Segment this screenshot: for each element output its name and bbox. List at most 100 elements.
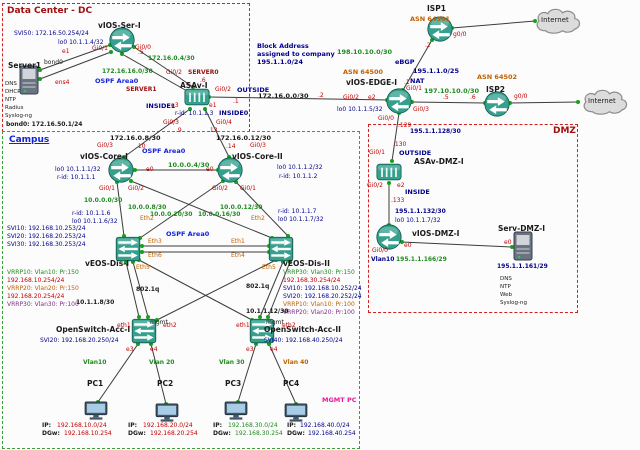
label-ntp: NTP [500, 284, 511, 290]
router-icon [484, 91, 510, 117]
label-e0: e0 [404, 242, 412, 249]
label-gi0-3: Gi0/3 [250, 142, 266, 149]
label-192-168-10-0-24: 192.168.10.0/24 [57, 422, 107, 429]
pc1-label: PC1 [87, 379, 104, 388]
label-eth2: eth2 [282, 322, 296, 329]
label-outside: OUTSIDE [399, 149, 432, 157]
vios-dmz-i-label: vIOS-DMZ-I [412, 229, 460, 238]
link [156, 259, 277, 321]
label-195-1-1-128-30: 195.1.1.128/30 [410, 128, 461, 135]
label-129: .129 [398, 122, 412, 129]
link [208, 96, 388, 101]
link [138, 259, 253, 321]
label-gi0-1: Gi0/1 [99, 185, 115, 192]
label-mgmt: mgmt [266, 319, 284, 326]
link [259, 261, 284, 318]
pc-icon [284, 403, 308, 422]
label-syslog-ng: Syslog-ng [5, 113, 32, 119]
firewall-icon [184, 88, 210, 106]
link [268, 343, 297, 405]
link [235, 181, 289, 237]
label-web: Web [500, 292, 512, 298]
label-gi0-1: Gi0/1 [406, 85, 422, 92]
label-2: .2 [425, 42, 431, 49]
label-dns: DNS [5, 81, 17, 87]
label-192-168-20-254-24: 192.168.20.254/24 [7, 293, 65, 300]
link [204, 108, 230, 158]
openswitch-acc-ii[interactable] [249, 318, 275, 344]
internet-cloud-2[interactable] [577, 87, 629, 117]
serv-dmz-i[interactable] [513, 231, 533, 261]
link [132, 261, 149, 318]
link [39, 51, 112, 80]
label-10-1-1-8-30: 10.1.1.8/30 [76, 299, 115, 306]
vios-dmz-i[interactable] [376, 224, 402, 250]
label-lo0-10-1-1-4-32: lo0 10.1.1.4/32 [58, 39, 104, 46]
pc2-label: PC2 [157, 379, 174, 388]
label-eth2: Eth2 [140, 215, 154, 222]
server1-label: Server1 [8, 61, 42, 70]
link-status-dot [146, 315, 150, 319]
label-e1: e1 [209, 102, 217, 109]
veos-dis-ii[interactable] [268, 236, 294, 262]
vios-edge-i[interactable] [386, 88, 412, 114]
label-10: .10 [136, 143, 146, 150]
label-13: .13 [208, 127, 218, 134]
link-status-dot [387, 181, 391, 185]
link-status-dot [258, 315, 262, 319]
region-title-dmz: DMZ [553, 126, 576, 136]
label-inside0: INSIDE0 [219, 109, 249, 117]
asav-dmz-i[interactable] [376, 162, 402, 182]
label-ospf-area0: OSPF Area0 [142, 147, 186, 155]
label-dgw: DGw: [128, 430, 146, 437]
pc4-label: PC4 [283, 379, 300, 388]
label-dgw: DGw: [287, 430, 305, 437]
label-gi0-3: Gi0/3 [413, 106, 429, 113]
pc1[interactable] [84, 401, 108, 421]
label-14: .14 [226, 143, 236, 150]
label-svi20-192-168-20-252-24: SVI20: 192.168.20.252/24 [283, 293, 362, 300]
vios-core-i[interactable] [108, 157, 134, 183]
label-e1: e1 [62, 48, 70, 55]
vios-core-i-label: vIOS-Core-I [80, 152, 128, 161]
pc3[interactable] [224, 401, 248, 421]
label-195-1-1-161-29: 195.1.1.161/29 [497, 263, 548, 270]
isp2[interactable] [484, 91, 510, 117]
label-vlan-20: Vlan 20 [149, 359, 175, 366]
dmz-region [368, 124, 578, 313]
server1[interactable] [19, 65, 39, 95]
pc2[interactable] [155, 403, 179, 423]
link-status-dot [533, 19, 537, 23]
label-197-10-10-0-30: 197.10.10.0/30 [424, 87, 480, 95]
label-svi30-192-168-30-253-24: SVI30: 192.168.30.253/24 [7, 241, 86, 248]
asav-i[interactable] [184, 87, 210, 107]
link-status-dot [191, 85, 195, 89]
label-dns: DNS [500, 276, 512, 282]
internet-cloud-1[interactable] [530, 6, 582, 36]
label-r-id-10-1-1-3: r-id: 10.1.1.3 [175, 110, 214, 117]
label-vrrp10-vlan10-pr-100: VRRP10: Vlan10: Pr:100 [283, 301, 355, 308]
label-gi0-0: Gi0/0 [372, 247, 388, 254]
label-10-1-1-12-30: 10.1.1.12/30 [246, 308, 289, 315]
label-eth1: eth1 [117, 322, 131, 329]
link [150, 343, 167, 405]
label-ip: IP: [287, 422, 297, 429]
label-syslog-ng: Syslog-ng [500, 300, 527, 306]
pc4[interactable] [284, 403, 308, 423]
link [401, 241, 513, 248]
link-status-dot [133, 168, 137, 172]
label-195-1-1-132-30: 195.1.1.132/30 [395, 208, 446, 215]
veos-dis-i[interactable] [115, 236, 141, 262]
vios-core-ii[interactable] [217, 157, 243, 183]
switch-icon [115, 236, 141, 262]
isp1[interactable] [427, 16, 453, 42]
openswitch-acc-i[interactable] [131, 318, 157, 344]
label-gi0-2: Gi0/2 [166, 69, 182, 76]
label-svi50-172-16-50-254-24: SVI50: 172.16.50.254/24 [14, 30, 89, 37]
label-lo0-10-1-1-7-32: lo0 10.1.1.7/32 [395, 217, 441, 224]
link [402, 39, 433, 91]
label-192-168-40-0-24: 192.168.40.0/24 [300, 422, 350, 429]
label-ospf-area0: OSPF Area0 [166, 230, 210, 238]
link [411, 101, 486, 104]
vios-ser-i[interactable] [109, 27, 135, 53]
